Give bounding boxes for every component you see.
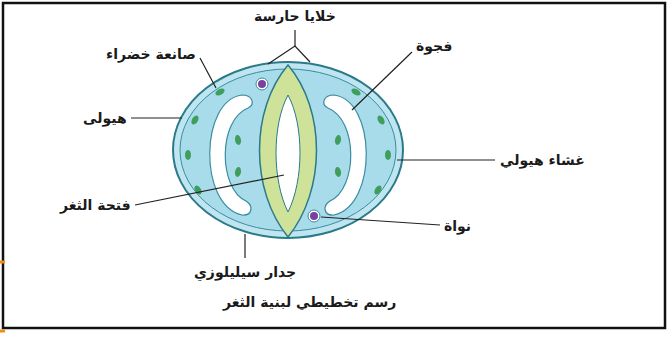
chloroplasts [185,87,391,196]
nucleus [310,212,318,220]
nucleus-ring [308,210,320,222]
part-label: نواة [444,218,471,235]
bracket [268,46,310,64]
nucleus-ring [256,78,268,90]
frame [3,3,665,328]
part-label: فجوة [416,38,452,55]
part-label: جدار سيليلوزي [194,264,296,281]
vacuole [324,95,367,215]
cellulose-wall [260,65,317,237]
part-label: غشاء هيولي [500,152,585,169]
leader-lines [131,30,495,258]
vacuole [210,95,253,215]
bracket [294,30,295,46]
nucleus [258,80,266,88]
part-label: خلايا حارسة [254,8,336,25]
stoma-pore [276,95,300,212]
caption: رسم تخطيطي لبنية الثغر [223,294,396,311]
part-label: فتحة الثغر [60,197,131,214]
part-label: هيولى [83,110,127,127]
part-label: صانعة خضراء [106,46,196,63]
edge-mark [0,261,5,264]
guard-cells [173,62,403,238]
edge-mark [0,330,5,333]
